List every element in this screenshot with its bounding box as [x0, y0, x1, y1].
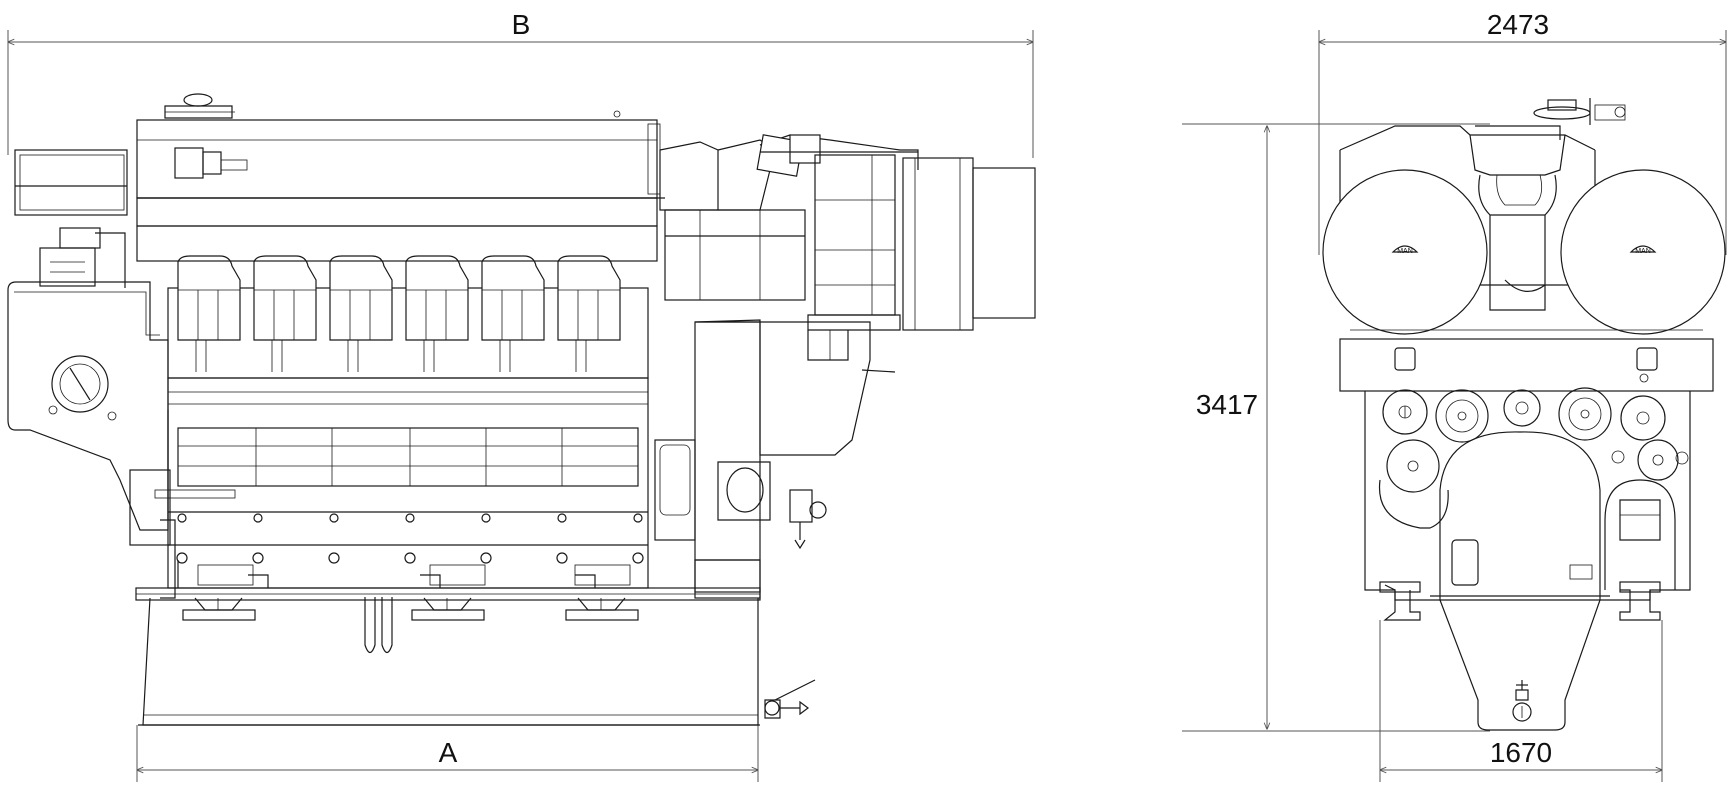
head-cover-4	[405, 255, 469, 341]
crankcase-bolts	[176, 513, 644, 564]
crankcase	[167, 377, 649, 589]
dim-width-label: 2473	[1487, 9, 1549, 40]
head-cover-2	[253, 255, 317, 341]
mounting-feet	[182, 597, 639, 621]
dimension-b: B	[8, 9, 1033, 158]
front-mid-band	[1339, 329, 1714, 392]
dimension-width: 2473	[1319, 9, 1726, 255]
oil-pan	[138, 597, 816, 726]
engine-front-view: MAN MAN	[1322, 98, 1726, 731]
dimension-a: A	[137, 725, 758, 782]
logo-left: MAN	[1397, 248, 1413, 255]
dim-b-label: B	[512, 9, 531, 40]
head-cover-6	[557, 255, 621, 341]
front-housing	[654, 319, 896, 599]
air-filter-right: MAN	[1560, 169, 1726, 335]
base-frame	[135, 587, 761, 601]
dim-foot-label: 1670	[1490, 737, 1552, 768]
dimension-height: 3417	[1182, 123, 1490, 732]
logo-right: MAN	[1635, 248, 1651, 255]
head-cover-1	[177, 255, 241, 341]
head-cover-3	[329, 255, 393, 341]
cylinder-heads	[167, 255, 649, 379]
dim-height-label: 3417	[1196, 389, 1258, 420]
front-oil-sump	[1439, 599, 1601, 731]
charge-air-manifold	[136, 93, 665, 262]
turbocharger	[807, 154, 1036, 361]
front-crankcase	[1430, 431, 1676, 600]
front-feet	[1379, 581, 1661, 621]
air-filter-left: MAN	[1322, 169, 1488, 335]
head-cover-5	[481, 255, 545, 341]
dim-a-label: A	[439, 737, 458, 768]
exhaust-duct	[659, 134, 919, 301]
flywheel-end	[7, 149, 236, 599]
engine-side-view	[7, 93, 1036, 726]
dimension-foot: 1670	[1380, 620, 1662, 782]
front-pulleys	[1364, 387, 1691, 601]
